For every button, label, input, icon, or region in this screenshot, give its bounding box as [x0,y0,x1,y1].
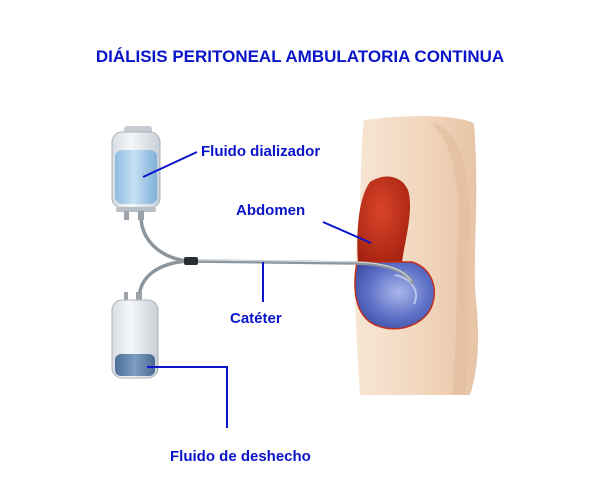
torso-shadow [430,122,470,395]
waste-fluid [115,354,155,376]
label-abdomen: Abdomen [236,202,305,219]
label-catheter: Catéter [230,310,282,327]
dialysate-bag [111,126,161,220]
leader-abdomen [322,221,372,244]
waste-bag [111,292,159,379]
diagram-title: DIÁLISIS PERITONEAL AMBULATORIA CONTINUA [96,47,504,66]
upper-tube [139,214,190,263]
label-waste: Fluido de deshecho [170,448,311,465]
y-connector [184,257,198,265]
dialysate-fluid [115,150,157,204]
leader-dialysate [142,151,198,178]
lower-tube [137,259,190,300]
cavity-fluid [354,261,435,330]
leader-waste [147,366,228,428]
cavity-highlight [394,274,417,305]
label-dialysate: Fluido dializador [201,143,320,160]
catheter-tube-highlight [192,259,412,282]
peritoneum [357,176,411,262]
